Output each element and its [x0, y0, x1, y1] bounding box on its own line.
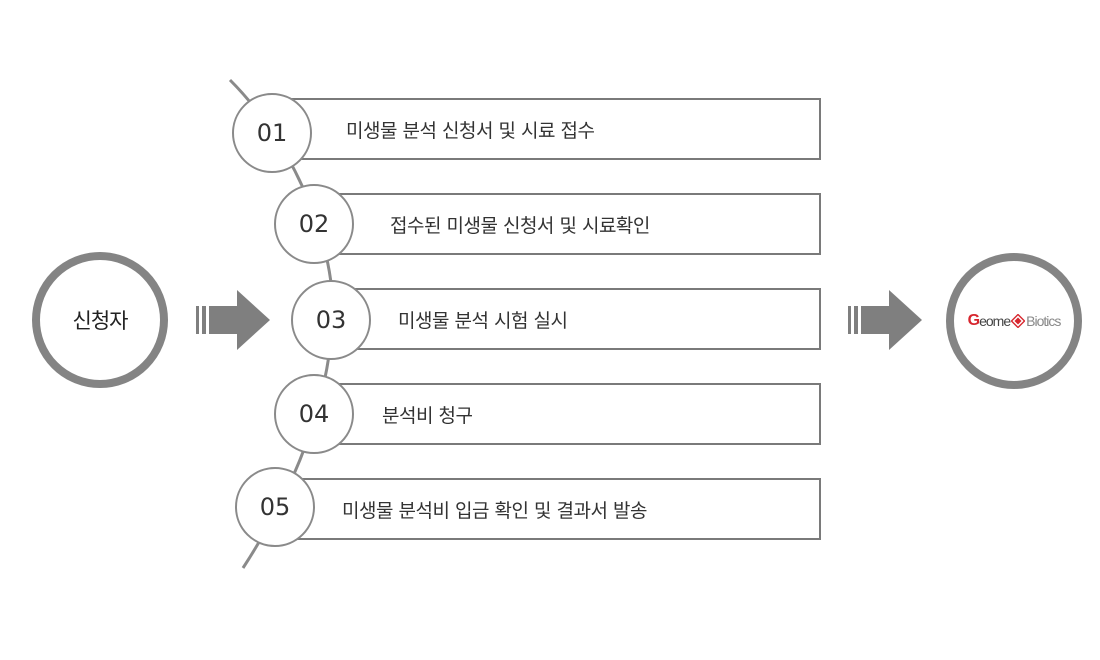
step-label-2: 접수된 미생물 신청서 및 시료확인 — [390, 214, 650, 237]
step-number-2: 02 — [298, 210, 330, 238]
applicant-label: 신청자 — [72, 309, 129, 333]
logo-text-biotics: Biotics — [1026, 313, 1061, 329]
step-circle-3: 03 — [291, 280, 371, 360]
step-label-4: 분석비 청구 — [382, 404, 473, 427]
step-circle-4: 04 — [274, 374, 354, 454]
step-box-3: 미생물 분석 시험 실시 — [348, 288, 821, 350]
step-number-3: 03 — [315, 306, 347, 334]
step-box-1: 미생물 분석 신청서 및 시료 접수 — [288, 98, 821, 160]
company-logo: G eome Biotics — [967, 312, 1062, 330]
step-number-1: 01 — [256, 119, 288, 147]
logo-text-eome: eome — [979, 313, 1011, 329]
step-number-4: 04 — [298, 400, 330, 428]
step-box-4: 분석비 청구 — [330, 383, 821, 445]
applicant-circle: 신청자 — [32, 252, 168, 388]
step-box-2: 접수된 미생물 신청서 및 시료확인 — [330, 193, 821, 255]
step-circle-2: 02 — [274, 184, 354, 264]
step-label-5: 미생물 분석비 입금 확인 및 결과서 발송 — [342, 499, 647, 522]
company-logo-circle: G eome Biotics — [946, 253, 1082, 389]
step-circle-5: 05 — [235, 467, 315, 547]
diamond-logo-icon — [1011, 314, 1026, 328]
step-number-5: 05 — [259, 493, 291, 521]
step-box-5: 미생물 분석비 입금 확인 및 결과서 발송 — [292, 478, 821, 540]
arrow-right-icon — [196, 290, 270, 350]
logo-letter-g: G — [967, 312, 980, 329]
arrow-right-icon — [848, 290, 922, 350]
step-circle-1: 01 — [232, 93, 312, 173]
step-label-1: 미생물 분석 신청서 및 시료 접수 — [346, 119, 595, 142]
step-label-3: 미생물 분석 시험 실시 — [398, 309, 568, 332]
